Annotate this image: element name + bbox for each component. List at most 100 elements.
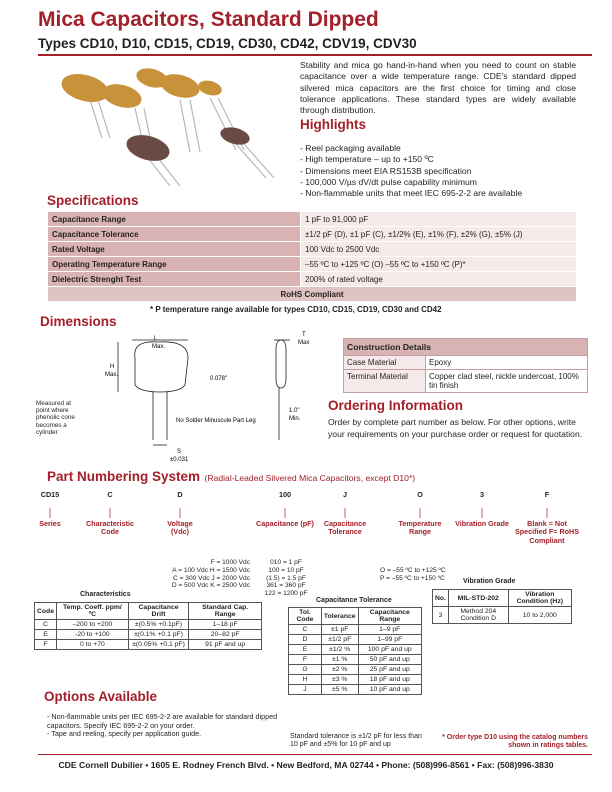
options-heading: Options Available xyxy=(44,689,158,704)
table-row: RoHS Compliant xyxy=(47,286,577,302)
table-cell: 25 pF and up xyxy=(357,664,423,675)
construction-value: Copper clad steel, nickle undercoat, 100… xyxy=(425,369,588,393)
table-cell: 1–9 pF xyxy=(357,624,423,635)
table-cell: -20 to +100 xyxy=(56,629,129,640)
table-cell: 18 pF and up xyxy=(357,674,423,685)
vibration-caption: Vibration Grade xyxy=(463,578,516,585)
tolerance-note: Standard tolerance is ±1/2 pF for less t… xyxy=(290,733,422,749)
table-cell: D xyxy=(288,634,322,645)
part-code-temperature: O xyxy=(417,490,423,499)
table-row: C–200 to +200±(0.5% +0.1pF)1–18 pF xyxy=(34,619,262,630)
table-cell: 10 pF and up xyxy=(357,684,423,695)
characteristics-caption: Characteristics xyxy=(80,591,131,598)
table-header-row: No. MIL-STD-202 Vibration Condition (Hz) xyxy=(432,589,573,607)
column-header: Capacitance Range xyxy=(357,607,423,625)
table-cell: ±(0.1% +0.1 pF) xyxy=(127,629,190,640)
table-row: G±2 %25 pF and up xyxy=(288,664,423,675)
table-row: E±1/2 %100 pF and up xyxy=(288,644,423,655)
tolerance-table: Tol. Code Tolerance Capacitance Range C±… xyxy=(288,607,423,695)
table-header-row: Tol. Code Tolerance Capacitance Range xyxy=(288,607,423,625)
table-cell: 50 pF and up xyxy=(357,654,423,665)
part-label-rohs: Blank = Not Specified F= RoHS Compliant xyxy=(514,519,580,545)
ordering-paragraph: Order by complete part number as below. … xyxy=(328,417,583,439)
table-cell: ±(0.5% +0.1pF) xyxy=(127,619,190,630)
part-code-rohs: F xyxy=(544,490,550,499)
construction-value: Epoxy xyxy=(425,355,588,370)
capacitance-code: 122 = 1200 pF xyxy=(264,590,308,598)
table-cell: –200 to +200 xyxy=(56,619,129,630)
table-cell: ±1/2 % xyxy=(320,644,359,655)
part-numbering-heading: Part Numbering System xyxy=(47,469,201,484)
dim-min-length: 1.0" xyxy=(289,408,299,414)
table-header-row: Code Temp. Coeff. ppm/ ºC Capacitance Dr… xyxy=(34,602,262,620)
table-cell: 10 to 2,000 xyxy=(507,606,573,624)
footer-rule xyxy=(38,754,592,755)
part-numbering-subheading: (Radial-Leaded Silvered Mica Capacitors,… xyxy=(204,473,416,483)
construction-heading: Construction Details xyxy=(343,338,588,356)
dim-measured-note: Measured at point where phenolic cone be… xyxy=(36,400,75,436)
table-cell: ±1 % xyxy=(320,654,359,665)
temperature-code: P = –55 ºC to +150 ºC xyxy=(380,574,445,582)
column-header: Tol. Code xyxy=(288,607,322,625)
list-item: - Reel packaging available xyxy=(300,143,401,153)
table-row: F±1 %50 pF and up xyxy=(288,654,423,665)
part-code-tolerance: J xyxy=(343,490,347,499)
voltage-codes: F = 1000 Vdc A = 100 Vdc H = 1500 Vdc C … xyxy=(146,559,250,590)
part-code-connectors xyxy=(49,508,548,518)
table-cell: Method 204 Condition D xyxy=(447,606,509,624)
table-cell: ±2 % xyxy=(320,664,359,675)
column-header: Vibration Condition (Hz) xyxy=(507,589,573,607)
part-label-series: Series xyxy=(39,519,61,528)
construction-label: Case Material xyxy=(343,355,426,370)
spec-label: Rated Voltage xyxy=(47,241,301,257)
dim-s-tol: ±0.031 xyxy=(170,457,189,463)
temperature-code: O = –55 ºC to +125 ºC xyxy=(380,567,446,574)
list-item: - Tape and reeling, specify per applicat… xyxy=(47,729,202,739)
dim-lead-length: 0.078" xyxy=(210,376,227,382)
table-cell: G xyxy=(288,664,322,675)
spec-label: Capacitance Tolerance xyxy=(47,226,301,242)
highlights-heading: Highlights xyxy=(300,117,366,132)
spec-footnote: * P temperature range available for type… xyxy=(150,305,442,314)
title-rule xyxy=(38,54,592,56)
footer-contact: CDE Cornell Dubilier • 1605 E. Rodney Fr… xyxy=(58,760,554,770)
options-list: - Non-flammable units per IEC 695-2-2 ar… xyxy=(47,712,297,739)
temperature-codes: O = –55 ºC to +125 ºC P = –55 ºC to +150… xyxy=(380,567,446,583)
table-row: H±3 %18 pF and up xyxy=(288,674,423,685)
dim-l-max: Max. xyxy=(152,344,165,350)
spec-value: ±1/2 pF (D), ±1 pF (C), ±1/2% (E), ±1% (… xyxy=(300,226,577,242)
dim-t-max: Max xyxy=(298,340,309,346)
spec-value: 1 pF to 91,000 pF xyxy=(300,211,577,227)
dim-l: L xyxy=(154,336,158,342)
table-cell: F xyxy=(288,654,322,665)
dim-min: Min. xyxy=(289,416,301,422)
table-row: J±5 %10 pF and up xyxy=(288,684,423,695)
part-code-series: CD15 xyxy=(40,490,60,499)
column-header: Code xyxy=(34,602,57,620)
table-cell: C xyxy=(34,619,57,630)
ordering-heading: Ordering Information xyxy=(328,398,463,413)
list-item: - Dimensions meet EIA RS153B specificati… xyxy=(300,165,472,176)
characteristics-table: Code Temp. Coeff. ppm/ ºC Capacitance Dr… xyxy=(34,602,262,650)
highlights-list: - Reel packaging available - High temper… xyxy=(300,143,590,199)
table-cell: E xyxy=(288,644,322,655)
spec-label: Dielectric Strenght Test xyxy=(47,271,301,287)
table-cell: F xyxy=(34,639,57,650)
spec-value: 100 Vdc to 2500 Vdc xyxy=(300,241,577,257)
part-code-capacitance: 100 xyxy=(279,490,291,499)
list-item: - High temperature – up to +150 ºC xyxy=(300,154,434,165)
table-cell: ±(0.05% +0.1 pF) xyxy=(127,639,190,650)
table-cell: 3 xyxy=(432,606,449,624)
table-cell: 1–18 pF xyxy=(188,619,262,630)
table-cell: 91 pF and up xyxy=(188,639,262,650)
table-cell: 0 to +70 xyxy=(56,639,129,650)
